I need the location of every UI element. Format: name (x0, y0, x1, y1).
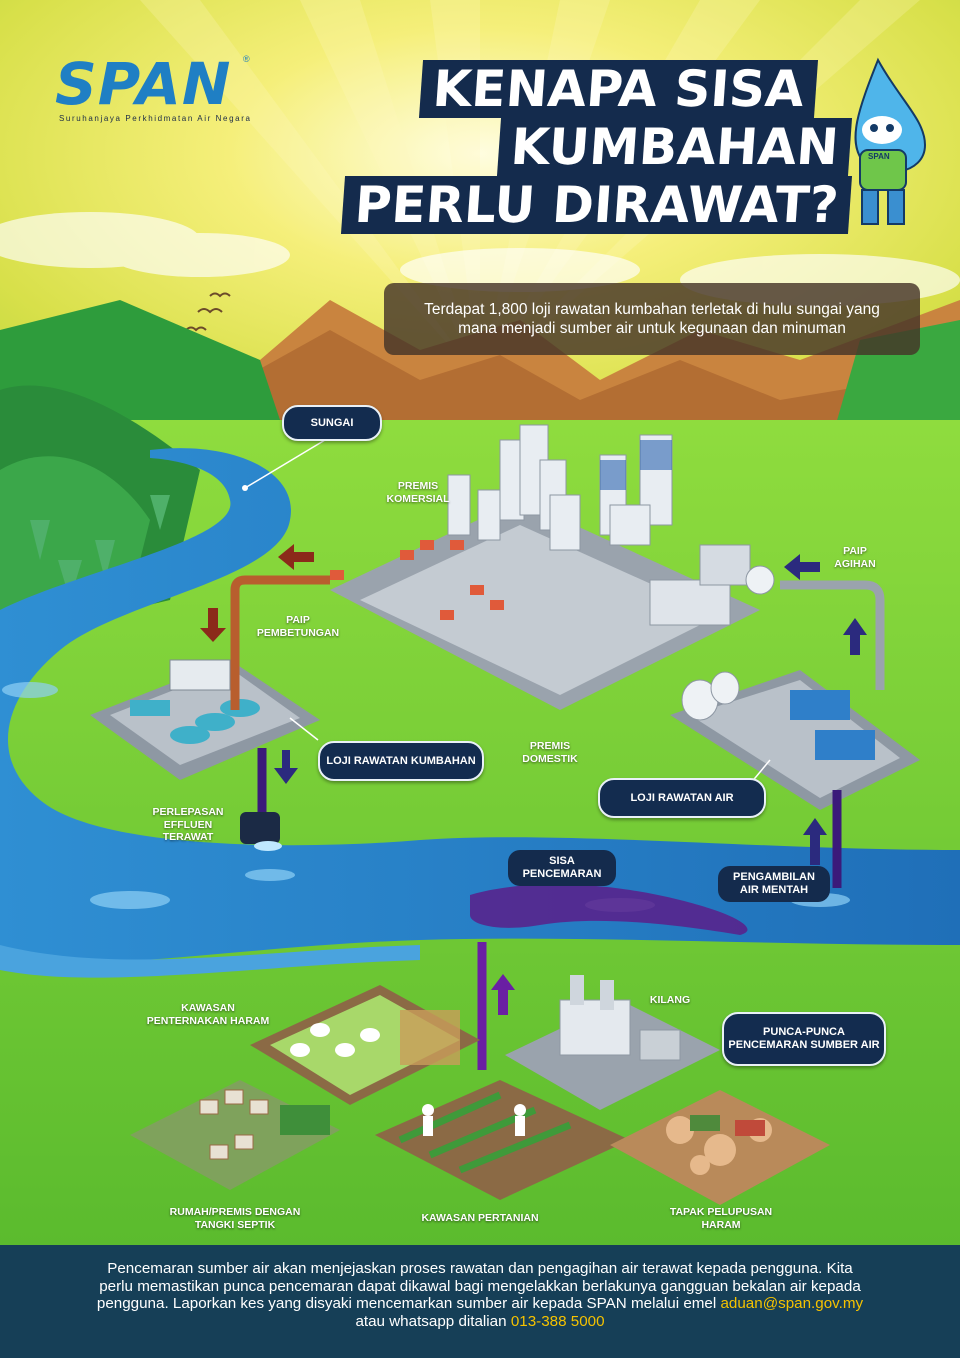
registered-mark: ® (243, 54, 250, 64)
title-line-3: PERLU DIRAWAT? (340, 176, 853, 234)
label-punca-pencemaran: PUNCA-PUNCA PENCEMARAN SUMBER AIR (722, 1012, 886, 1066)
footer-notice: Pencemaran sumber air akan menjejaskan p… (0, 1245, 960, 1358)
brand-name: SPAN (55, 50, 232, 118)
livestock-area (250, 985, 480, 1105)
label-rumah-septik: RUMAH/PREMIS DENGAN TANGKI SEPTIK (169, 1206, 301, 1231)
page-title: KENAPA SISA KUMBAHAN PERLU DIRAWAT? (340, 52, 853, 248)
info-box: Terdapat 1,800 loji rawatan kumbahan ter… (384, 283, 920, 355)
label-loji-rawatan-air: LOJI RAWATAN AIR (598, 778, 766, 818)
label-kawasan-pertanian: KAWASAN PERTANIAN (421, 1212, 539, 1224)
footer-line-4: atau whatsapp ditalian 013-388 5000 (0, 1313, 960, 1331)
footer-line-4-text: atau whatsapp ditalian (355, 1312, 511, 1330)
water-treatment-plant (670, 670, 920, 810)
footer-line-3-text: pengguna. Laporkan kes yang disyaki menc… (96, 1295, 721, 1312)
label-perlepasan-effluen: PERLEPASAN EFFLUEN TERAWAT (152, 806, 224, 843)
span-logo: SPAN ® Suruhanjaya Perkhidmatan Air Nega… (55, 50, 255, 130)
mascot-badge: SPAN (868, 152, 890, 161)
factory (505, 975, 720, 1110)
title-line-1: KENAPA SISA (419, 60, 819, 118)
label-paip-agihan: PAIP AGIHAN (834, 545, 876, 570)
footer-line-1: Pencemaran sumber air akan menjejaskan p… (107, 1260, 853, 1277)
flow-arrows (200, 544, 867, 1015)
title-line-2: KUMBAHAN (496, 118, 853, 176)
info-text: Terdapat 1,800 loji rawatan kumbahan ter… (424, 301, 880, 337)
footer-line-2: perlu memastikan punca pencemaran dapat … (99, 1277, 861, 1295)
label-kilang: KILANG (649, 994, 691, 1006)
label-pengambilan-air-mentah: PENGAMBILAN AIR MENTAH (718, 866, 830, 902)
footer-line-3: pengguna. Laporkan kes yang disyaki menc… (0, 1295, 960, 1313)
label-sisa-pencemaran: SISA PENCEMARAN (508, 850, 616, 886)
farmland (375, 1080, 630, 1200)
email-link[interactable]: aduan@span.gov.my (720, 1295, 864, 1312)
whatsapp-number[interactable]: 013-388 5000 (510, 1312, 605, 1330)
city-block (330, 424, 775, 710)
label-sungai: SUNGAI (282, 405, 382, 441)
water-drop-mascot-icon (854, 57, 927, 225)
label-tapak-pelupusan: TAPAK PELUPUSAN HARAM (669, 1206, 773, 1231)
illegal-dump (610, 1090, 830, 1205)
septic-houses (130, 1080, 340, 1190)
label-loji-rawatan-kumbahan: LOJI RAWATAN KUMBAHAN (318, 741, 484, 781)
label-kawasan-penternakan: KAWASAN PENTERNAKAN HARAM (146, 1002, 270, 1027)
sewage-plant (90, 659, 320, 780)
brand-subtitle: Suruhanjaya Perkhidmatan Air Negara (59, 114, 252, 123)
label-premis-domestik: PREMIS DOMESTIK (522, 740, 578, 765)
label-paip-pembetungan: PAIP PEMBETUNGAN (256, 614, 340, 639)
label-premis-komersial: PREMIS KOMERSIAL (386, 480, 450, 505)
